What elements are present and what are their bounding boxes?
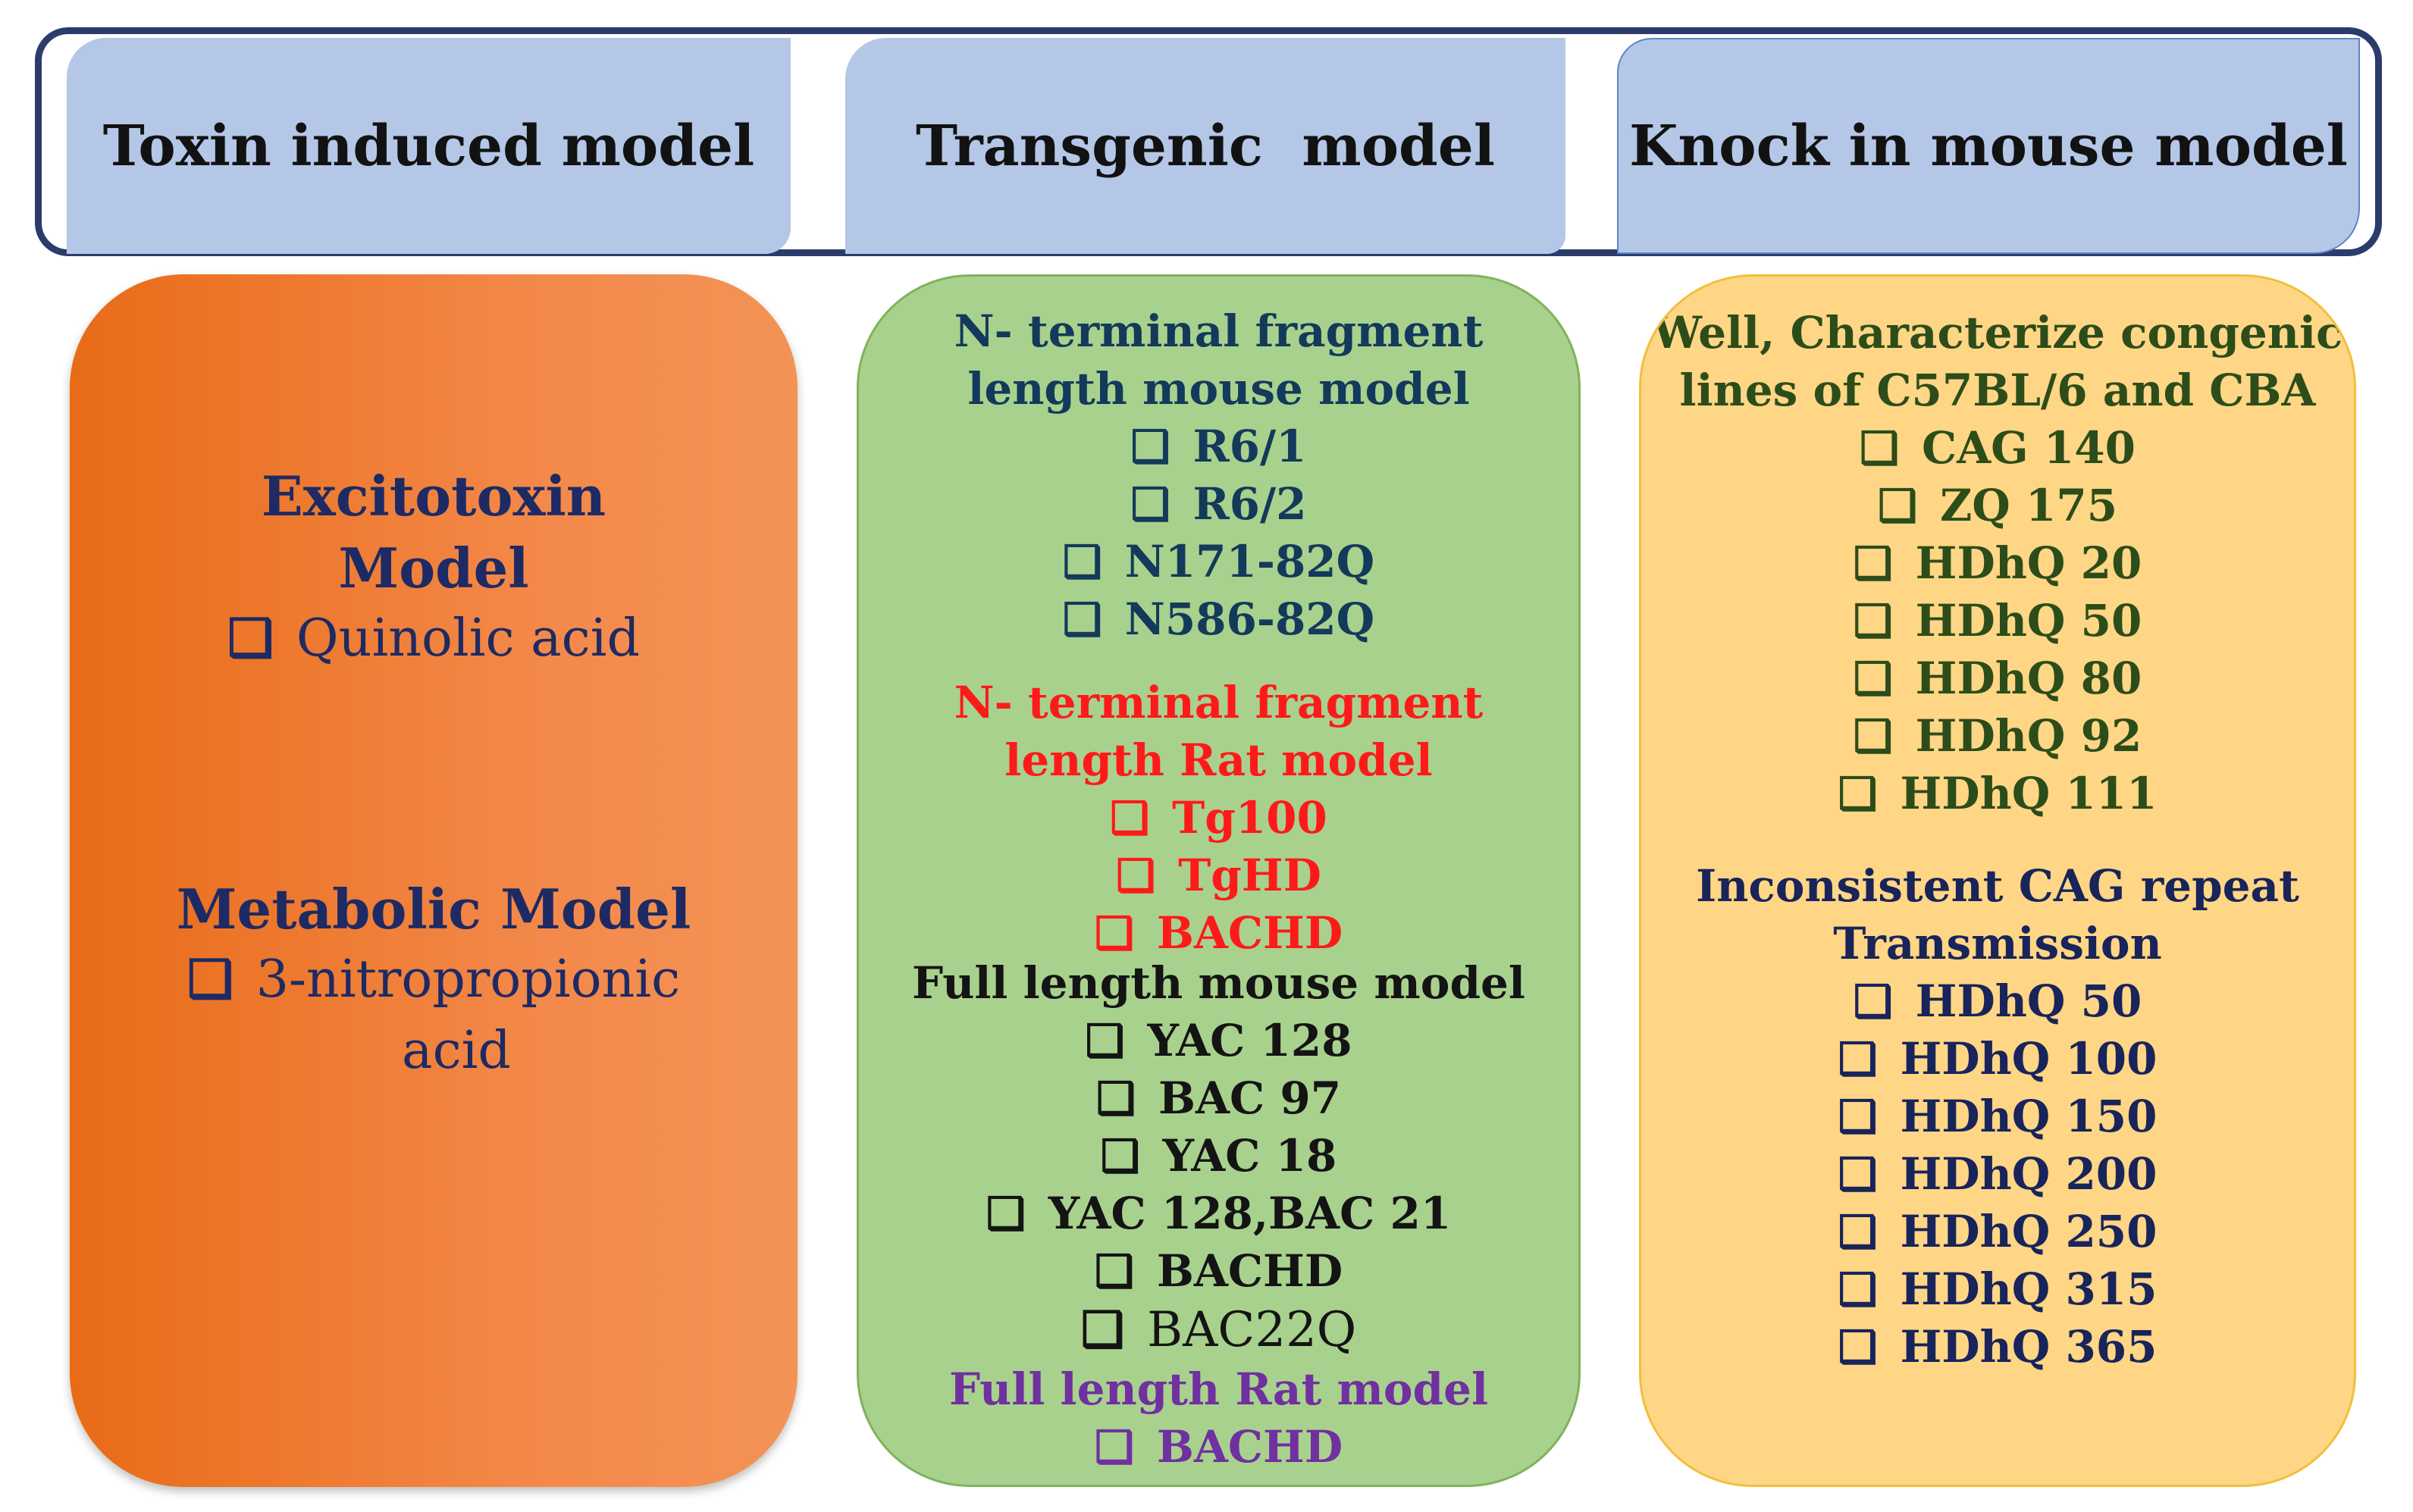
- checkbox-square-icon: ❑: [227, 608, 274, 668]
- checkbox-square-icon: ❑: [1838, 768, 1878, 819]
- list-item: ❑HDhQ 50: [1853, 975, 2142, 1027]
- excitotoxin-item: ❑Quinolic acid: [227, 608, 641, 668]
- rat-fragment-title: N- terminal fragment: [954, 677, 1484, 728]
- list-item: ❑BAC 97: [1095, 1072, 1342, 1124]
- checkbox-square-icon: ❑: [1838, 1206, 1878, 1257]
- checkbox-square-icon: ❑: [1877, 480, 1917, 531]
- inconsistent-title: Transmission: [1833, 918, 2162, 969]
- rat-fragment-title: length Rat model: [1004, 734, 1433, 786]
- checkbox-square-icon: ❑: [1094, 1421, 1134, 1473]
- mouse-fragment-title: N- terminal fragment: [954, 305, 1484, 357]
- header-tab-label: Toxin induced model: [102, 113, 755, 179]
- checkbox-square-icon: ❑: [1094, 907, 1134, 959]
- checkbox-square-icon: ❑: [986, 1188, 1026, 1239]
- checkbox-square-icon: ❑: [1130, 478, 1170, 530]
- checkbox-square-icon: ❑: [1100, 1130, 1140, 1182]
- list-item: ❑BACHD: [1094, 1245, 1343, 1297]
- list-item: ❑YAC 18: [1100, 1130, 1337, 1182]
- full-mouse-title: Full length mouse model: [912, 957, 1525, 1009]
- congenic-title: Well, Characterize congenic: [1652, 307, 2343, 358]
- list-item: ❑YAC 128: [1085, 1015, 1352, 1066]
- checkbox-square-icon: ❑: [1860, 422, 1900, 474]
- checkbox-square-icon: ❑: [1838, 1263, 1878, 1315]
- list-item: ❑HDhQ 111: [1838, 768, 2158, 819]
- list-item: ❑BAC22Q: [1080, 1301, 1357, 1358]
- transgenic-panel: N- terminal fragment length mouse model …: [857, 274, 1581, 1487]
- list-item: ❑HDhQ 50: [1853, 595, 2142, 646]
- list-item: ❑R6/1: [1130, 421, 1307, 472]
- excitotoxin-title: Excitotoxin: [261, 464, 606, 528]
- list-item: ❑YAC 128,BAC 21: [986, 1188, 1452, 1239]
- list-item: ❑BACHD: [1094, 907, 1343, 959]
- list-item: ❑TgHD: [1116, 850, 1321, 901]
- list-item: ❑N171-82Q: [1062, 536, 1375, 587]
- list-item: ❑HDhQ 250: [1838, 1206, 2158, 1257]
- checkbox-square-icon: ❑: [1853, 595, 1893, 646]
- checkbox-square-icon: ❑: [1853, 537, 1893, 589]
- checkbox-square-icon: ❑: [1853, 653, 1893, 704]
- checkbox-square-icon: ❑: [1085, 1015, 1125, 1066]
- checkbox-square-icon: ❑: [1130, 421, 1170, 472]
- checkbox-square-icon: ❑: [1838, 1148, 1878, 1200]
- congenic-title: lines of C57BL/6 and CBA: [1679, 365, 2316, 416]
- checkbox-square-icon: ❑: [1838, 1321, 1878, 1373]
- checkbox-square-icon: ❑: [1062, 593, 1102, 645]
- list-item: ❑HDhQ 100: [1838, 1033, 2158, 1085]
- checkbox-square-icon: ❑: [1838, 1033, 1878, 1085]
- checkbox-square-icon: ❑: [186, 949, 233, 1010]
- header-tab-toxin: Toxin induced model: [67, 38, 791, 254]
- full-rat-title: Full length Rat model: [948, 1363, 1489, 1415]
- list-item: ❑HDhQ 200: [1838, 1148, 2158, 1200]
- list-item: ❑HDhQ 150: [1838, 1091, 2158, 1142]
- checkbox-square-icon: ❑: [1095, 1072, 1136, 1124]
- list-item: ❑HDhQ 365: [1838, 1321, 2158, 1373]
- metabolic-title: Metabolic Model: [176, 877, 691, 941]
- checkbox-square-icon: ❑: [1110, 792, 1150, 844]
- metabolic-item: ❑3-nitropropionic: [186, 949, 681, 1010]
- inconsistent-title: Inconsistent CAG repeat: [1696, 860, 2299, 912]
- list-item: ❑BACHD: [1094, 1421, 1343, 1473]
- list-item: ❑ZQ 175: [1877, 480, 2118, 531]
- checkbox-square-icon: ❑: [1094, 1245, 1134, 1297]
- list-item: ❑HDhQ 315: [1838, 1263, 2158, 1315]
- checkbox-square-icon: ❑: [1080, 1301, 1125, 1358]
- checkbox-square-icon: ❑: [1116, 850, 1156, 901]
- list-item: ❑HDhQ 92: [1853, 710, 2142, 762]
- list-item: ❑HDhQ 80: [1853, 653, 2142, 704]
- excitotoxin-title: Model: [338, 536, 529, 600]
- metabolic-item-continued: acid: [402, 1021, 511, 1081]
- checkbox-square-icon: ❑: [1838, 1091, 1878, 1142]
- header-tab-transgenic: Transgenic model: [845, 38, 1565, 254]
- list-item: ❑Tg100: [1110, 792, 1327, 844]
- list-item: ❑HDhQ 20: [1853, 537, 2142, 589]
- list-item: ❑N586-82Q: [1062, 593, 1375, 645]
- header-tab-label: Transgenic model: [916, 113, 1495, 179]
- list-item: ❑R6/2: [1130, 478, 1307, 530]
- knock-in-panel: Well, Characterize congenic lines of C57…: [1639, 274, 2356, 1487]
- toxin-panel: Excitotoxin Model ❑Quinolic acid Metabol…: [70, 274, 798, 1487]
- checkbox-square-icon: ❑: [1853, 710, 1893, 762]
- header-tab-knock-in: Knock in mouse model: [1617, 38, 2360, 254]
- list-item: ❑CAG 140: [1860, 422, 2136, 474]
- header-tab-label: Knock in mouse model: [1629, 113, 2348, 179]
- checkbox-square-icon: ❑: [1062, 536, 1102, 587]
- checkbox-square-icon: ❑: [1853, 975, 1893, 1027]
- mouse-fragment-title: length mouse model: [967, 363, 1470, 415]
